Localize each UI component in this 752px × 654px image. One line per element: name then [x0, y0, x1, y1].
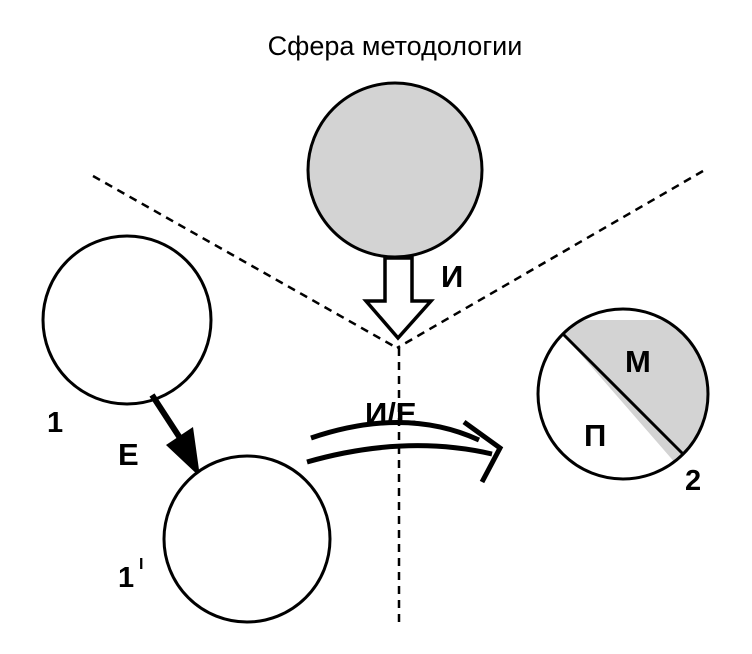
curved-arrow-line-top: [310, 420, 481, 443]
label-i: И: [441, 259, 463, 294]
label-1-prime-sup: I: [139, 556, 143, 573]
dashed-line-right: [396, 169, 704, 350]
dashed-line-left: [92, 174, 398, 350]
label-p: П: [584, 418, 606, 453]
methodology-circle: [306, 81, 484, 259]
circle-2-divider: [561, 332, 685, 456]
label-1: 1: [47, 407, 63, 439]
label-2: 2: [685, 465, 701, 497]
label-m: М: [625, 344, 651, 379]
label-1-prime: 1: [118, 562, 134, 594]
circle-1: [41, 234, 213, 406]
curved-arrow-line-bottom: [306, 443, 493, 465]
hollow-down-arrow: [362, 256, 435, 341]
label-e: Е: [118, 437, 139, 472]
diagram-title: Сфера методологии: [268, 31, 523, 61]
curved-arrow-head: [462, 419, 504, 484]
circle-2: [536, 307, 710, 481]
arrow-e-head: [166, 427, 200, 477]
arrow-e-shaft: [149, 393, 183, 440]
circle-1-prime: [162, 454, 332, 624]
